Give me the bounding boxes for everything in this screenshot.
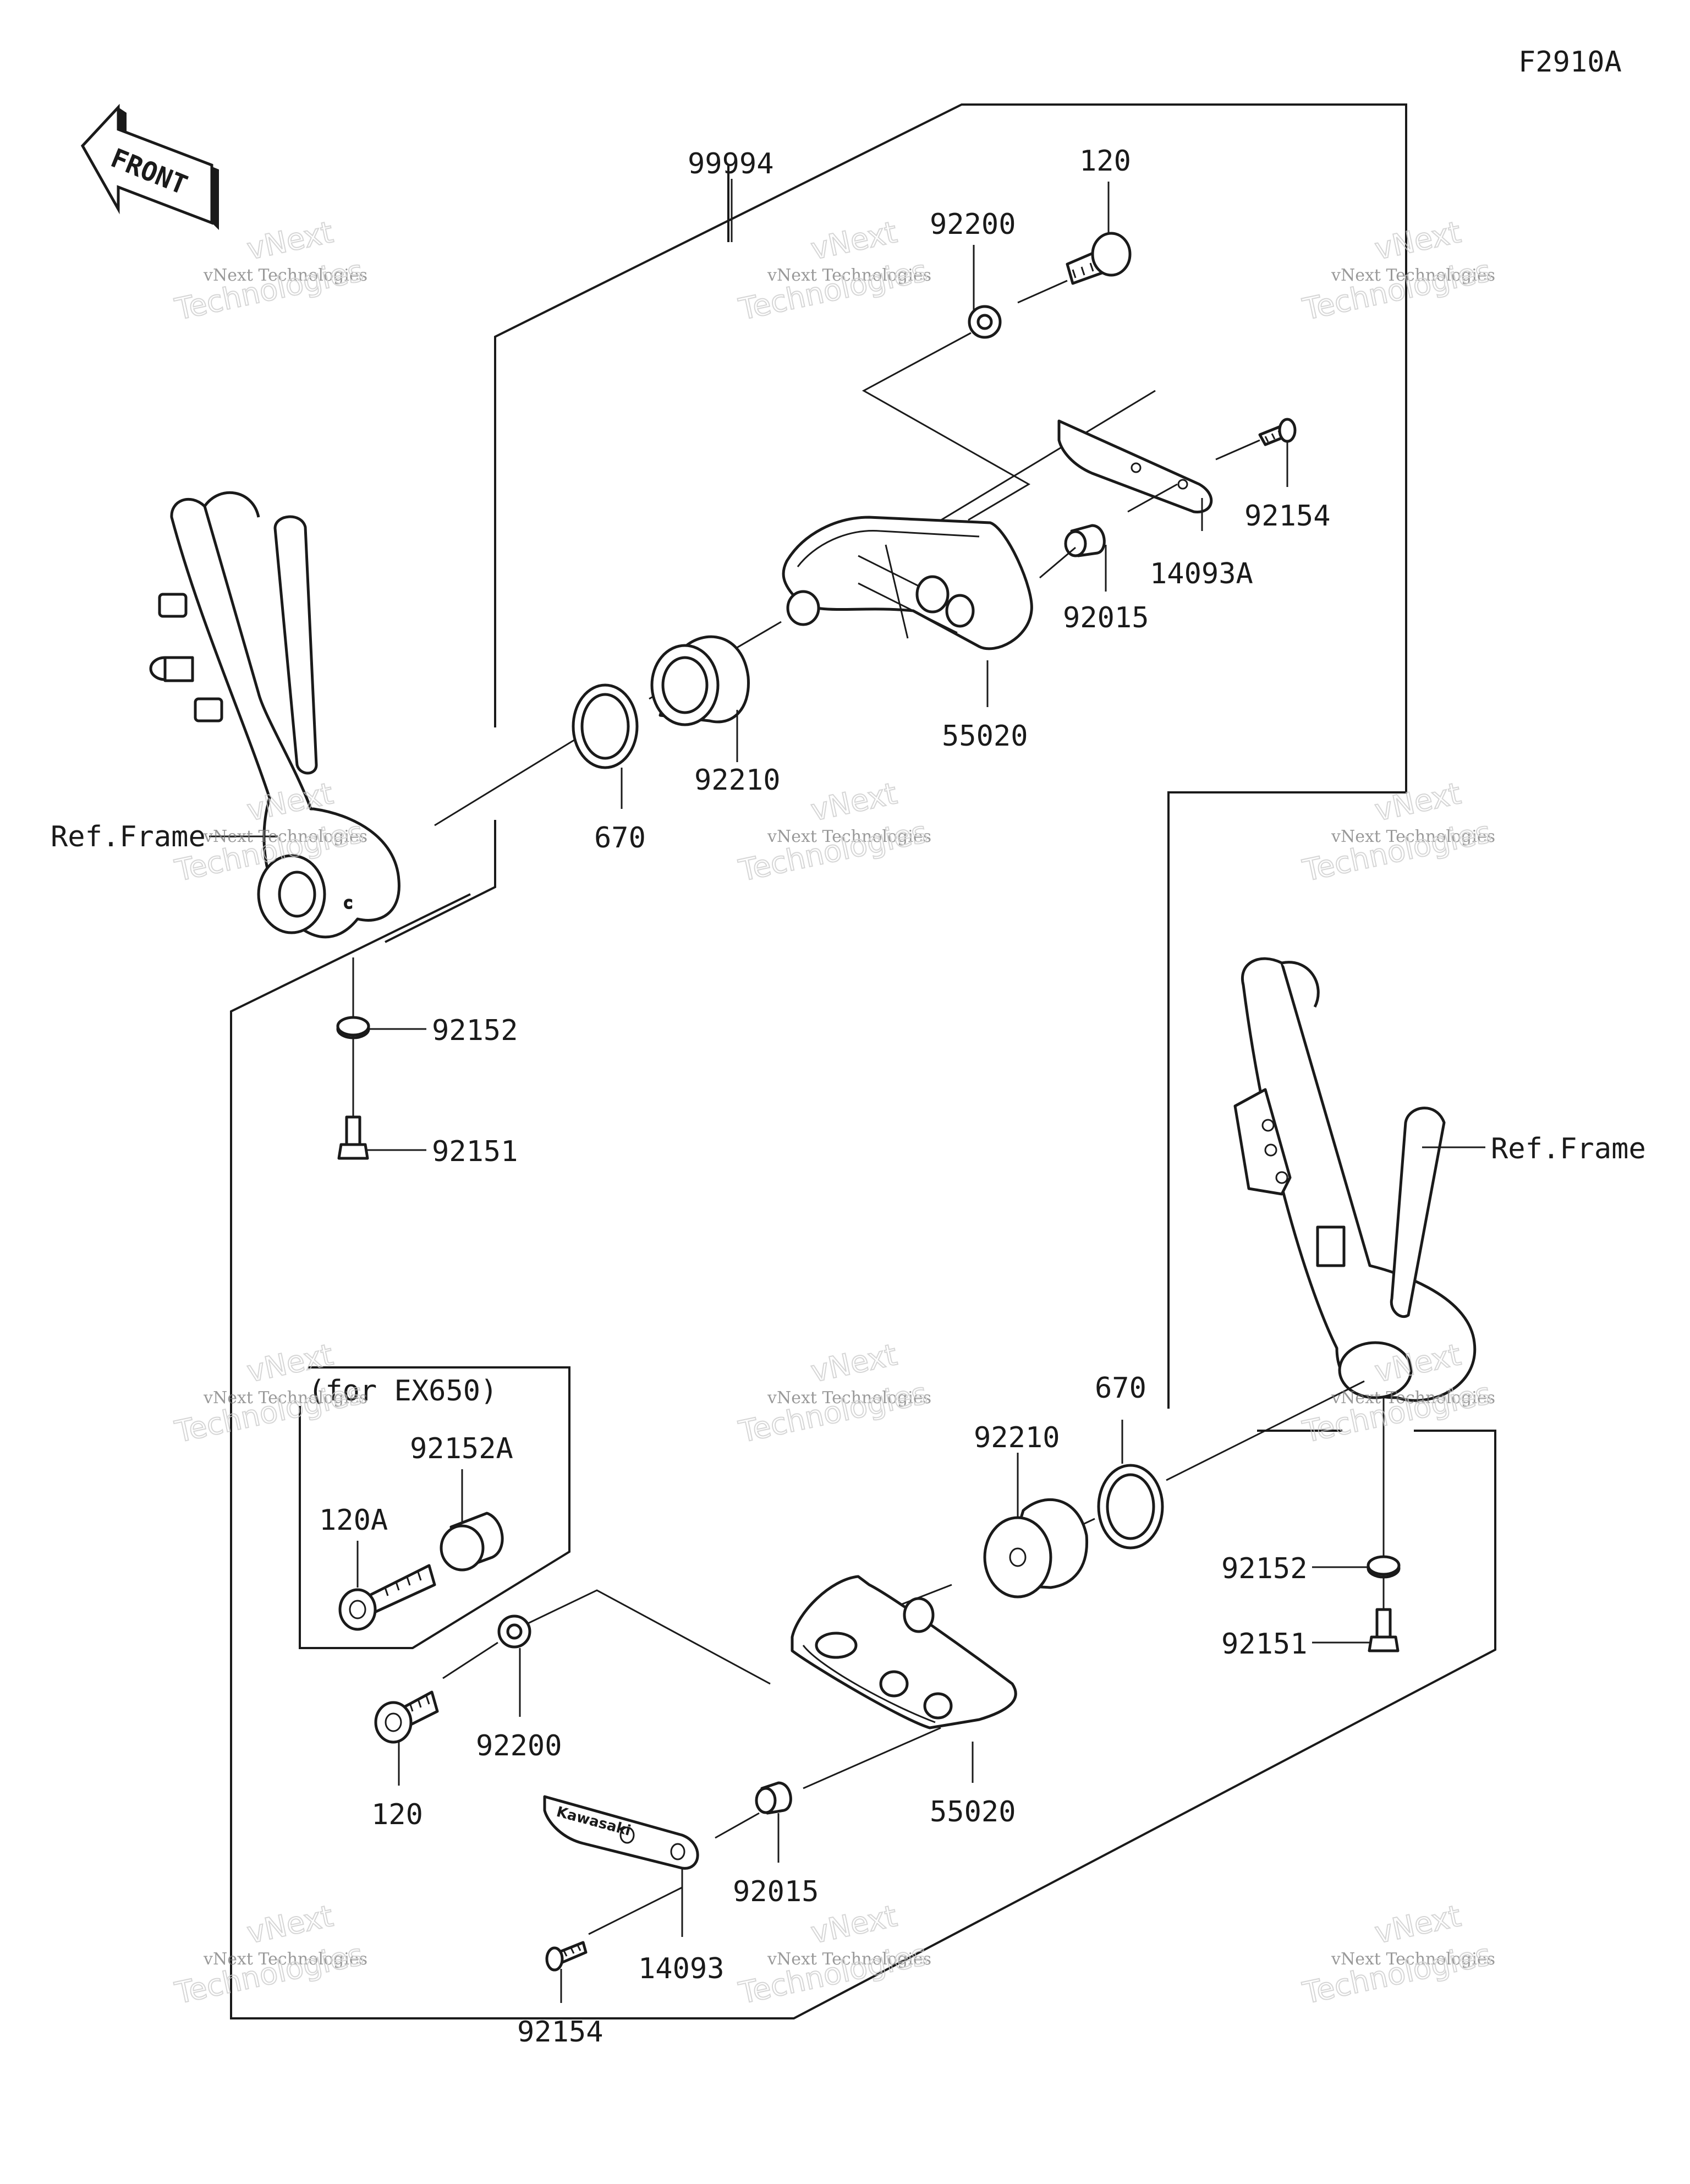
watermark-vnext: vNext: [1371, 215, 1463, 266]
axis-line-bottom: [1166, 1380, 1365, 1481]
label-14093A: 14093A: [1150, 557, 1253, 590]
watermark-technologies: Technologies: [172, 1937, 366, 2011]
watermark-technologies: Technologies: [1299, 1937, 1494, 2011]
label-120-bottom: 120: [371, 1798, 423, 1831]
washer-92152-left: [336, 1016, 370, 1039]
axis-92015-top: [1039, 546, 1076, 579]
watermark-vnext: vNext: [1371, 1898, 1463, 1950]
plate-14093A-top: [1057, 419, 1213, 513]
watermark-text: vNext Technologies: [203, 827, 367, 846]
spacer-92152A: [440, 1512, 504, 1572]
label-92210-bottom: 92210: [974, 1421, 1060, 1454]
watermark-vnext: vNext: [808, 776, 899, 828]
label-92200-top: 92200: [930, 208, 1016, 241]
kit-outline: [230, 103, 1496, 2019]
axis-92154-bottom: [588, 1886, 683, 1935]
bolt-120A: [338, 1564, 436, 1631]
figure-code: F2910A: [1518, 46, 1622, 79]
watermark-text: vNext Technologies: [767, 1950, 931, 1969]
washer-92152-right: [1367, 1555, 1401, 1579]
washer-92200-bottom: [497, 1614, 531, 1649]
slider-55020-bottom: [791, 1575, 1017, 1729]
axis-92200-bottom: [528, 1589, 771, 1685]
bushing-92210-bottom: [983, 1498, 1089, 1599]
label-92152A: 92152A: [410, 1432, 513, 1465]
label-92200-bottom: 92200: [476, 1729, 562, 1762]
axis-14093: [715, 1812, 760, 1839]
watermark-vnext: vNext: [1371, 776, 1463, 828]
watermark-vnext: vNext: [808, 215, 899, 266]
watermark-text: vNext Technologies: [767, 266, 931, 285]
watermark-text: vNext Technologies: [203, 1950, 367, 1969]
bushing-92210-top: [650, 635, 750, 726]
watermark-text: vNext Technologies: [203, 266, 367, 285]
axis-line-top: [434, 734, 584, 826]
label-92154-top: 92154: [1244, 500, 1331, 533]
label-92151-left: 92151: [432, 1135, 518, 1168]
watermark-vnext: vNext: [244, 1898, 336, 1950]
label-120-top: 120: [1079, 145, 1131, 178]
watermark-technologies: Technologies: [1299, 253, 1494, 327]
watermark-text: vNext Technologies: [767, 1388, 931, 1408]
slider-55020-top: [782, 516, 1033, 650]
axis-92200-top-b: [862, 332, 1030, 521]
label-92210-top: 92210: [694, 764, 781, 797]
o-ring-670-top: [572, 683, 639, 769]
watermark-text: vNext Technologies: [767, 827, 931, 846]
watermark-technologies: Technologies: [1299, 814, 1494, 888]
watermark-technologies: Technologies: [172, 1376, 366, 1449]
axis-92200-top: [1017, 280, 1068, 304]
label-92015-top: 92015: [1063, 601, 1149, 634]
watermark-technologies: Technologies: [736, 1937, 930, 2011]
label-55020-top: 55020: [942, 720, 1028, 753]
axis-120-bottom: [442, 1641, 498, 1679]
label-ref-frame-left: Ref.Frame: [51, 820, 206, 853]
label-92015-bottom: 92015: [733, 1875, 819, 1908]
label-ex650-note: (for EX650): [308, 1375, 497, 1408]
bolt-92151-left: [337, 1115, 369, 1160]
label-14093: 14093: [638, 1952, 725, 1985]
watermark-technologies: Technologies: [736, 1376, 930, 1449]
watermark-text: vNext Technologies: [1331, 1950, 1495, 1969]
label-120A: 120A: [319, 1504, 388, 1537]
collar-92015-top: [1064, 524, 1106, 557]
watermark-text: vNext Technologies: [203, 1388, 367, 1408]
axis-line-bottom-d: [803, 1727, 941, 1789]
watermark-vnext: vNext: [808, 1898, 899, 1950]
collar-92015-bottom: [755, 1781, 792, 1815]
plate-14093-bottom: Kawasaki: [543, 1795, 699, 1870]
axis-14093A: [1127, 483, 1178, 513]
o-ring-670-bottom: [1097, 1464, 1164, 1550]
svg-text:c: c: [344, 894, 352, 912]
label-kit-99994: 99994: [688, 147, 774, 180]
bolt-120-bottom: [374, 1690, 439, 1744]
bolt-120-top: [1066, 232, 1132, 285]
watermark-text: vNext Technologies: [1331, 1388, 1495, 1408]
label-670-top: 670: [594, 822, 646, 855]
watermark-vnext: vNext: [244, 215, 336, 266]
label-92152-right: 92152: [1221, 1552, 1308, 1585]
front-arrow-icon: FRONT: [80, 103, 219, 230]
watermark-vnext: vNext: [808, 1337, 899, 1389]
screw-92154-top: [1258, 418, 1297, 446]
washer-92200-top: [968, 305, 1002, 339]
ex650-box: (for EX650) 92152A 120A: [299, 1366, 570, 1649]
label-92154-bottom: 92154: [517, 2016, 603, 2049]
label-92151-right: 92151: [1221, 1628, 1308, 1661]
left-frame-part: c: [149, 491, 400, 939]
axis-92154-top: [1215, 439, 1260, 461]
label-670-bottom: 670: [1095, 1372, 1146, 1405]
watermark-text: vNext Technologies: [1331, 827, 1495, 846]
right-frame-part: [1233, 957, 1477, 1402]
watermark-technologies: Technologies: [736, 814, 930, 888]
screw-92154-bottom: [545, 1941, 588, 1972]
watermark-text: vNext Technologies: [1331, 266, 1495, 285]
watermark-technologies: Technologies: [736, 253, 930, 327]
label-55020-bottom: 55020: [930, 1796, 1016, 1829]
bolt-92151-right: [1368, 1608, 1400, 1652]
label-92152-left: 92152: [432, 1014, 518, 1047]
label-ref-frame-right: Ref.Frame: [1491, 1132, 1646, 1165]
watermark-technologies: Technologies: [172, 253, 366, 327]
